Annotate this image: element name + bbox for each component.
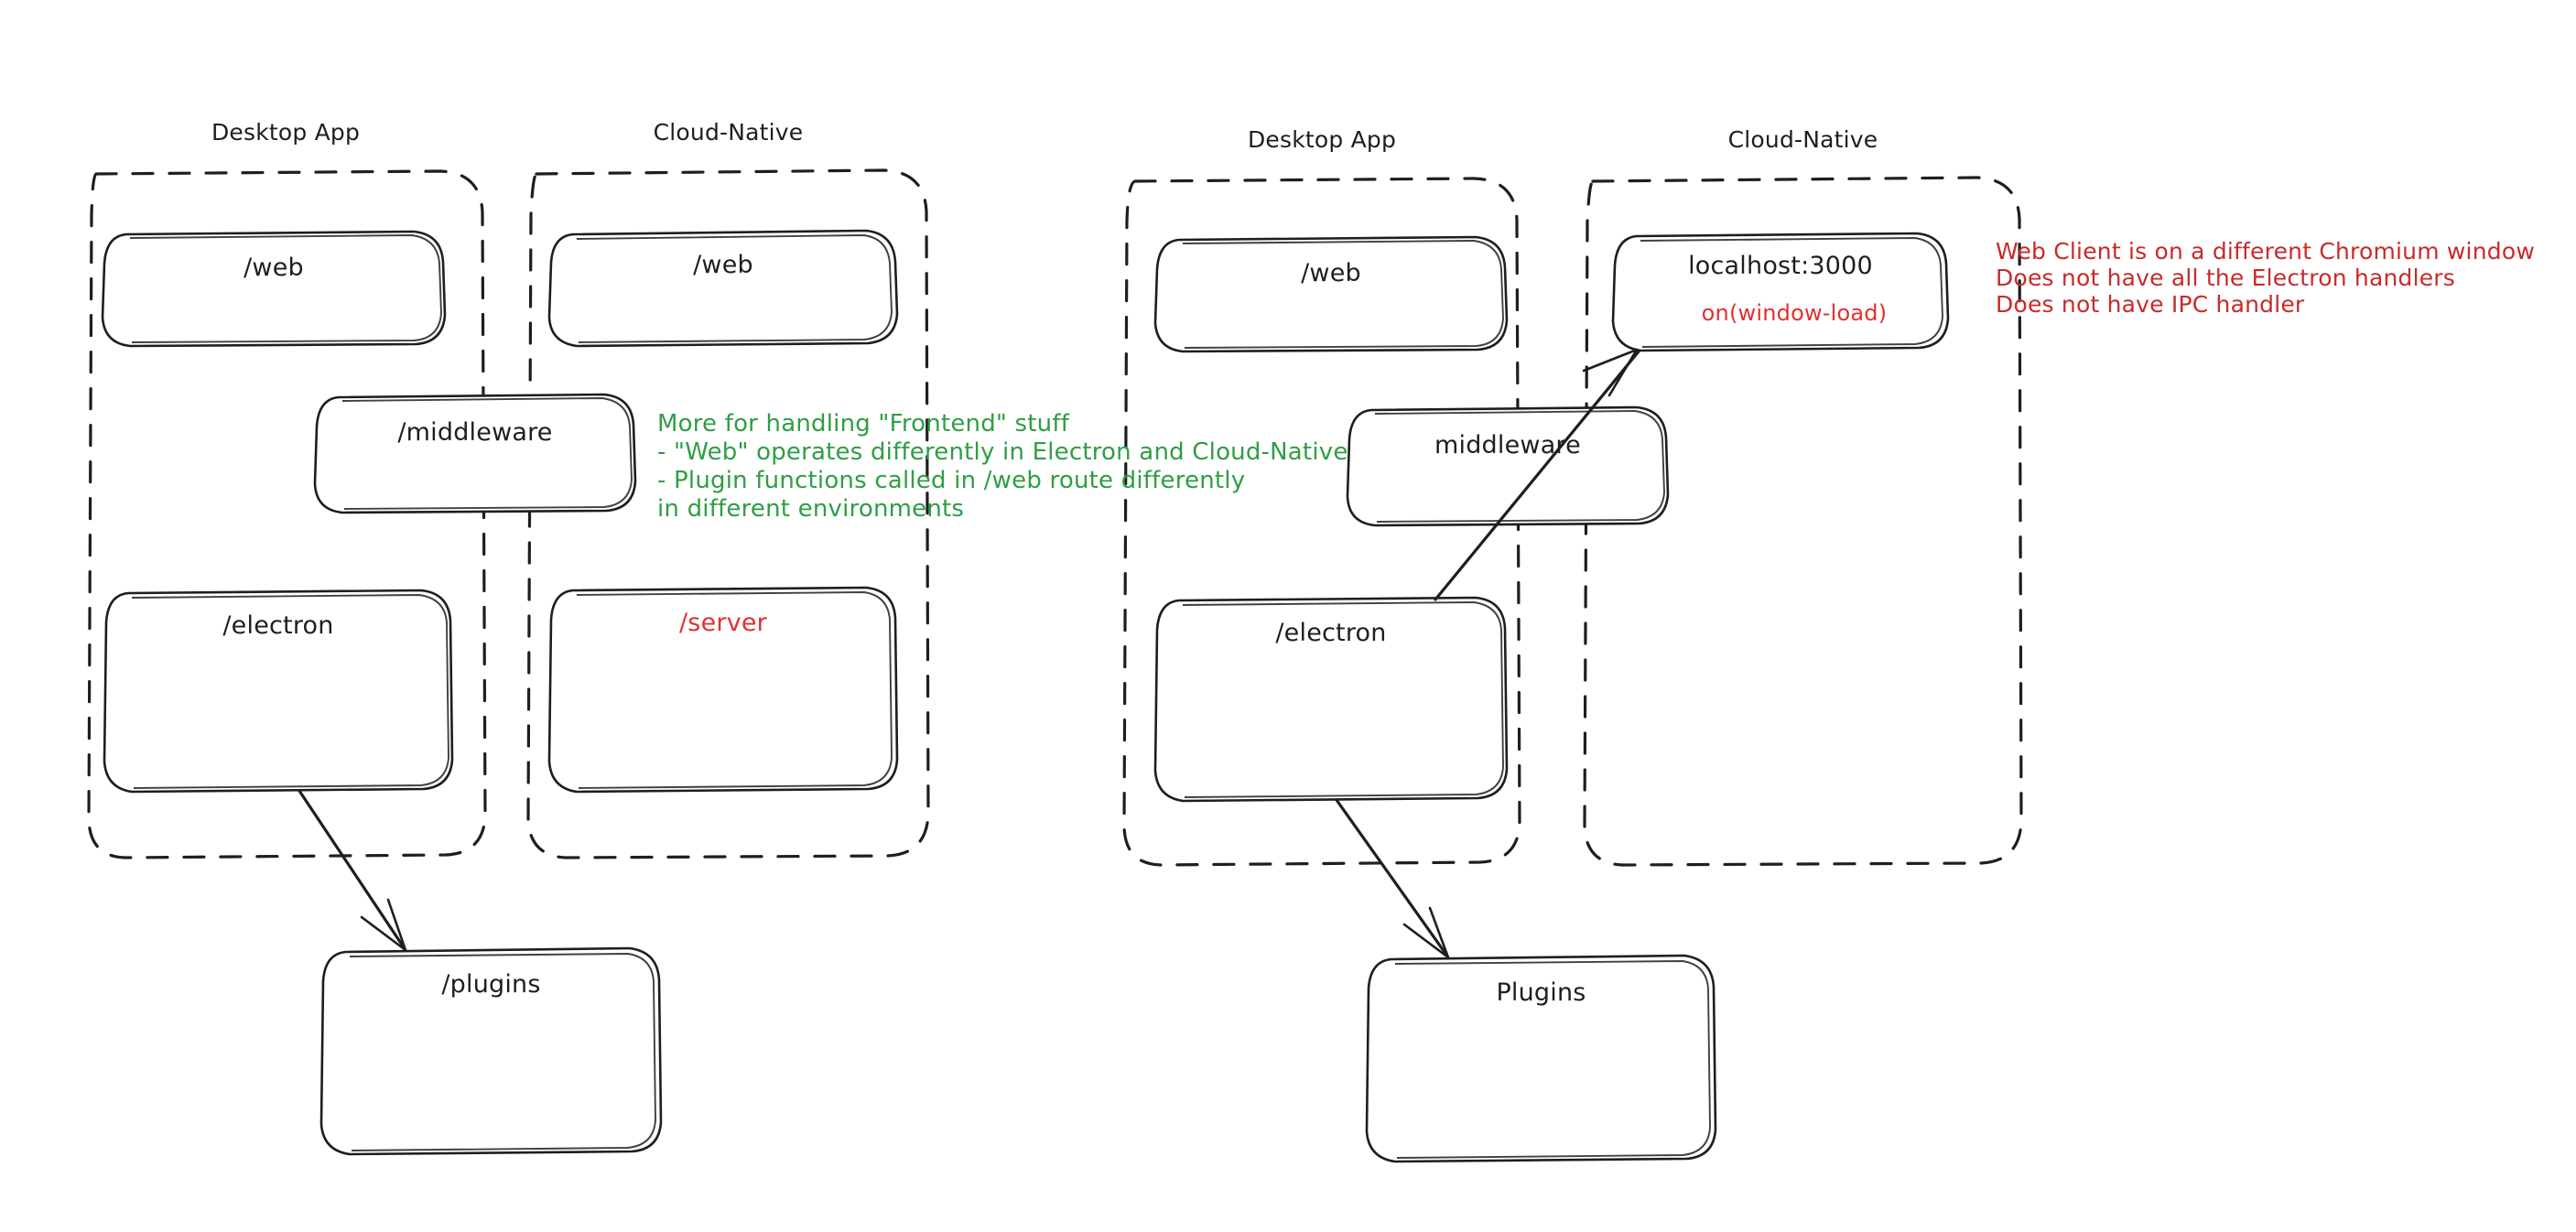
node-label-left-electron: /electron — [222, 611, 334, 640]
node-shape-left-web — [101, 230, 447, 348]
group-label-left-cloud-native: Cloud-Native — [653, 119, 804, 146]
node-shape-left-middleware — [313, 393, 637, 514]
node-label-left-web-cn: /web — [693, 251, 753, 279]
node-shape-right-middleware — [1346, 405, 1670, 527]
annotation-green-frontend-note: More for handling "Frontend" stuff - "We… — [657, 410, 1348, 523]
group-border-right-cloud-native — [1583, 176, 2023, 867]
node-label-right-middleware: middleware — [1434, 431, 1581, 459]
node-label-left-web: /web — [244, 254, 304, 282]
arrow-left-electron-to-plugins — [298, 789, 407, 952]
node-label-left-server: /server — [679, 609, 767, 637]
group-label-left-desktop-app: Desktop App — [211, 119, 361, 146]
node-label-right-plugins: Plugins — [1496, 978, 1586, 1007]
node-sublabel-right-localhost-onwindowload: on(window-load) — [1701, 300, 1888, 326]
group-label-right-cloud-native: Cloud-Native — [1727, 126, 1878, 153]
node-label-left-middleware: /middleware — [397, 418, 553, 447]
annotation-red-web-client-note: Web Client is on a different Chromium wi… — [1996, 238, 2535, 318]
node-shape-left-web-cn — [547, 229, 899, 348]
node-label-right-localhost: localhost:3000 — [1688, 252, 1873, 280]
node-label-left-plugins: /plugins — [441, 970, 541, 999]
node-label-right-electron: /electron — [1275, 619, 1387, 647]
arrow-right-electron-to-plugins — [1335, 798, 1450, 959]
node-label-right-web: /web — [1301, 259, 1361, 287]
group-label-right-desktop-app: Desktop App — [1247, 126, 1397, 153]
node-shape-right-web — [1153, 235, 1509, 353]
arrow-right-electron-to-localhost — [1434, 348, 1640, 601]
